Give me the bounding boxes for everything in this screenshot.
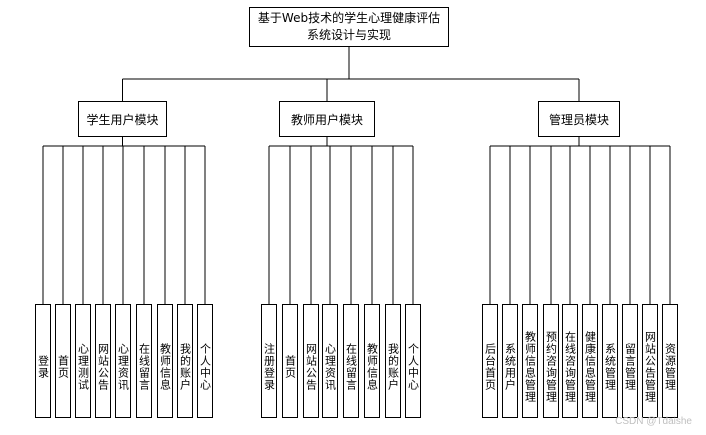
watermark: CSDN @Tdaishe — [615, 416, 692, 427]
leaf-node: 心理资讯 — [322, 304, 338, 418]
leaf-node: 留言管理 — [622, 304, 638, 418]
leaf-label: 系统用户 — [503, 342, 517, 391]
leaf-label: 个人中心 — [406, 342, 420, 391]
leaf-label: 留言管理 — [623, 342, 637, 391]
leaf-node: 系统管理 — [602, 304, 618, 418]
leaf-node: 首页 — [55, 304, 71, 418]
leaf-label: 我的账户 — [178, 342, 192, 391]
leaf-node: 网站公告管理 — [642, 304, 658, 418]
leaf-node: 心理资讯 — [115, 304, 131, 418]
leaf-node: 预约咨询管理 — [543, 304, 559, 418]
leaf-node: 我的账户 — [385, 304, 401, 418]
leaf-node: 心理测试 — [75, 304, 91, 418]
leaf-node: 教师信息 — [364, 304, 380, 418]
leaf-label: 心理资讯 — [323, 342, 337, 391]
leaf-node: 教师信息管理 — [522, 304, 538, 418]
leaf-label: 注册登录 — [262, 342, 276, 391]
leaf-label: 首页 — [56, 354, 70, 379]
leaf-label: 网站公告管理 — [643, 330, 657, 403]
module-student-title: 学生用户模块 — [86, 112, 159, 127]
leaf-label: 个人中心 — [198, 342, 212, 391]
leaf-node: 系统用户 — [502, 304, 518, 418]
leaf-label: 预约咨询管理 — [544, 330, 558, 403]
leaf-node: 教师信息 — [157, 304, 173, 418]
leaf-label: 教师信息 — [365, 342, 379, 391]
leaf-label: 在线留言 — [344, 342, 358, 391]
leaf-label: 教师信息管理 — [523, 330, 537, 403]
leaf-label: 心理测试 — [76, 342, 90, 391]
leaf-label: 后台首页 — [483, 342, 497, 391]
leaf-label: 系统管理 — [603, 342, 617, 391]
leaf-node: 资源管理 — [662, 304, 678, 418]
leaf-label: 健康信息管理 — [583, 330, 597, 403]
leaf-node: 在线留言 — [343, 304, 359, 418]
leaf-node: 健康信息管理 — [582, 304, 598, 418]
leaf-node: 个人中心 — [197, 304, 213, 418]
module-teacher: 教师用户模块 — [279, 101, 375, 137]
leaf-node: 在线咨询管理 — [562, 304, 578, 418]
leaf-label: 资源管理 — [663, 342, 677, 391]
module-teacher-title: 教师用户模块 — [290, 112, 363, 127]
leaf-label: 首页 — [283, 354, 297, 379]
leaf-node: 个人中心 — [405, 304, 421, 418]
module-admin: 管理员模块 — [538, 101, 620, 137]
root-title-line1: 基于Web技术的学生心理健康评估 — [257, 11, 441, 25]
leaf-label: 教师信息 — [158, 342, 172, 391]
leaf-label: 我的账户 — [386, 342, 400, 391]
leaf-node: 后台首页 — [482, 304, 498, 418]
leaf-node: 网站公告 — [303, 304, 319, 418]
module-student: 学生用户模块 — [78, 101, 167, 137]
root-node: 基于Web技术的学生心理健康评估 系统设计与实现 — [249, 7, 449, 47]
leaf-label: 网站公告 — [96, 342, 110, 391]
root-title-line2: 系统设计与实现 — [306, 28, 391, 42]
leaf-node: 注册登录 — [261, 304, 277, 418]
leaf-label: 网站公告 — [304, 342, 318, 391]
leaf-node: 网站公告 — [95, 304, 111, 418]
leaf-label: 心理资讯 — [116, 342, 130, 391]
leaf-node: 在线留言 — [136, 304, 152, 418]
module-admin-title: 管理员模块 — [548, 112, 609, 127]
leaf-label: 登录 — [36, 354, 50, 379]
leaf-node: 登录 — [35, 304, 51, 418]
leaf-label: 在线留言 — [137, 342, 151, 391]
leaf-node: 首页 — [282, 304, 298, 418]
leaf-node: 我的账户 — [177, 304, 193, 418]
leaf-label: 在线咨询管理 — [563, 330, 577, 403]
